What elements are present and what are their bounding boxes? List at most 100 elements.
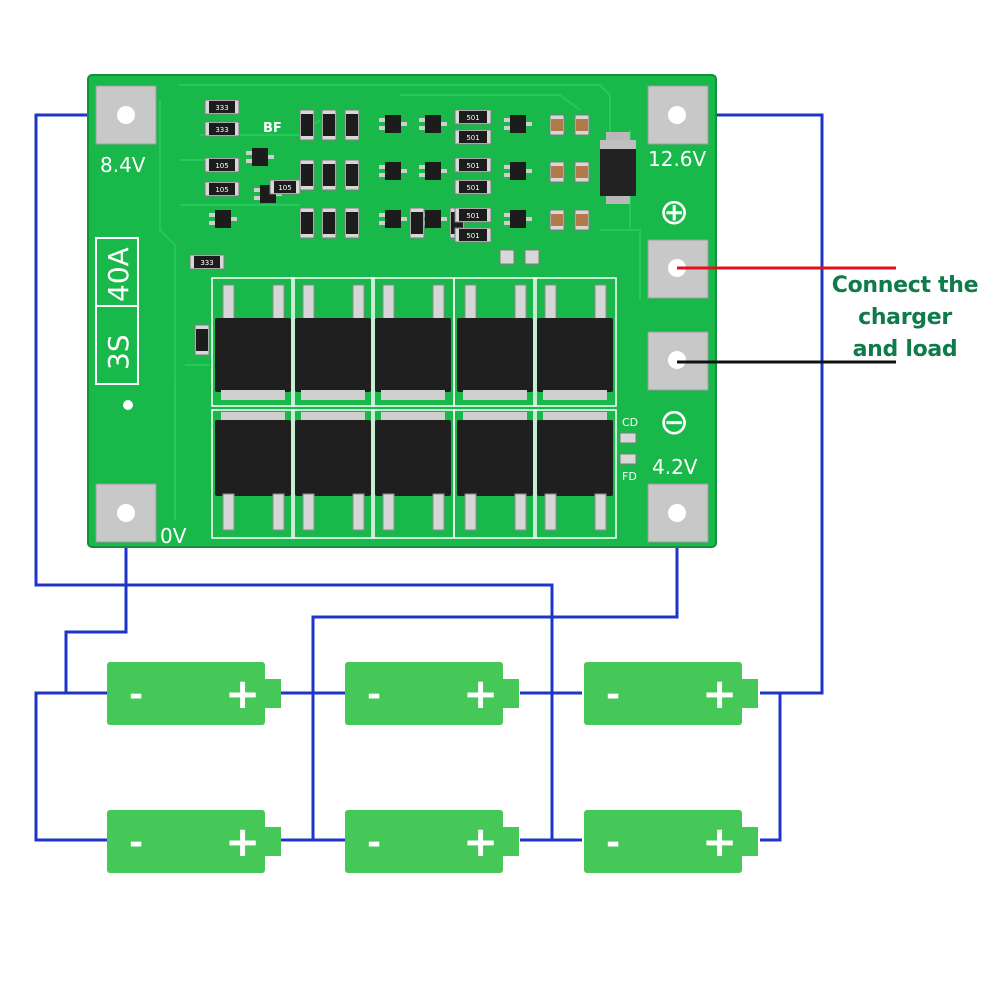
smd-resistor [321, 207, 337, 239]
battery-body [584, 810, 742, 873]
smd-resistor: 105 [204, 157, 240, 173]
mosfet-outline [211, 277, 295, 407]
resistor-code: 501 [466, 134, 479, 142]
wire-12v6 [677, 113, 824, 695]
diode [600, 132, 636, 204]
smd-resistor: 501 [454, 157, 492, 173]
pad-8v4-hole [117, 106, 135, 124]
resistor-code: 501 [466, 232, 479, 240]
resistor-code: 105 [215, 186, 228, 194]
smd-transistor [419, 115, 447, 133]
mosfet-top [215, 284, 291, 400]
mosfet-outline [291, 277, 375, 407]
battery-cell: -+ [584, 810, 758, 873]
battery-body [345, 810, 503, 873]
mosfet-bank [211, 277, 617, 539]
jumpers: CD FD [619, 416, 638, 483]
smd-resistor [299, 159, 315, 191]
resistor-code: 333 [215, 126, 228, 134]
smd-capacitor [574, 209, 590, 231]
smd-transistor [504, 210, 532, 228]
smd-resistor [344, 109, 360, 141]
label-4v2: 4.2V [652, 455, 698, 479]
mosfet-outline [453, 409, 537, 539]
mosfet-top [537, 284, 613, 400]
resistor-code: 501 [466, 114, 479, 122]
battery-cell: -+ [107, 810, 281, 873]
battery-body [107, 662, 265, 725]
mosfet-outline [533, 277, 617, 407]
resistor-code: 501 [466, 184, 479, 192]
battery-nub [742, 827, 758, 856]
ic-label: BF [263, 121, 282, 136]
smd-resistor: 501 [454, 109, 492, 125]
smd-resistor: 501 [454, 227, 492, 243]
battery-plus: + [702, 817, 737, 866]
mosfet-top [295, 284, 371, 400]
smd-resistor: 501 [454, 207, 492, 223]
smd-resistor [321, 159, 337, 191]
smd-resistor [299, 109, 315, 141]
smd-resistor: 333 [204, 121, 240, 137]
battery-body [107, 810, 265, 873]
resistor-code: 501 [466, 212, 479, 220]
pad-0v-hole [117, 504, 135, 522]
battery-plus: + [225, 817, 260, 866]
mosfet-bottom [215, 412, 291, 531]
resistor-code: 333 [215, 104, 228, 112]
battery-nub [265, 827, 281, 856]
battery-cell: -+ [345, 810, 519, 873]
smd-transistor [504, 115, 532, 133]
smd-capacitor [574, 161, 590, 183]
label-12v6: 12.6V [648, 147, 707, 171]
wire-4v2 [311, 515, 679, 842]
label-3s: 3S [102, 334, 135, 370]
pad-4v2 [647, 483, 709, 543]
battery-minus: - [129, 823, 143, 863]
smd-transistor [379, 162, 407, 180]
smd-transistor [379, 115, 407, 133]
label-8v4: 8.4V [100, 153, 146, 177]
battery-nub [265, 679, 281, 708]
pad-0v [95, 483, 157, 543]
smd-capacitor [549, 161, 565, 183]
battery-pack: -+-+-+-+-+-+ [107, 662, 758, 873]
resistor-code: 105 [278, 184, 291, 192]
mosfet-top [375, 284, 451, 400]
battery-cell: -+ [584, 662, 758, 725]
battery-body [584, 662, 742, 725]
resistor-code: 501 [466, 162, 479, 170]
smd-capacitor [574, 114, 590, 136]
smd-transistor [379, 210, 407, 228]
smd-resistor [344, 207, 360, 239]
plus-symbol: ⊕ [659, 192, 689, 233]
smd-resistor [321, 109, 337, 141]
callout-line-1: Connect the [831, 273, 979, 298]
resistor-code: 333 [200, 259, 213, 267]
battery-minus: - [129, 675, 143, 715]
battery-cell: -+ [107, 662, 281, 725]
jumper-fd-label: FD [622, 470, 637, 483]
mosfet-bottom [295, 412, 371, 531]
pad-12v6-hole [668, 106, 686, 124]
smd-resistor: 105 [269, 179, 301, 195]
label-0v: 0V [160, 524, 187, 548]
smd-transistor [246, 148, 274, 166]
resistor-code: 105 [215, 162, 228, 170]
pad-12v6 [647, 85, 709, 145]
smd-components: 333 333 105 105 333 501 501 501 501 501 501 105 [189, 99, 590, 356]
smd-resistor: 333 [189, 254, 225, 270]
battery-plus: + [225, 669, 260, 718]
smd-resistor: 501 [454, 179, 492, 195]
wire-12v6-bottom [760, 693, 782, 842]
battery-nub [503, 827, 519, 856]
mosfet-outline [533, 409, 617, 539]
battery-nub [503, 679, 519, 708]
jumper-cd-label: CD [622, 416, 638, 429]
battery-minus: - [606, 823, 620, 863]
smd-resistor [344, 159, 360, 191]
battery-minus: - [367, 823, 381, 863]
bms-board: 8.4V 12.6V 0V 4.2V ⊕ ⊖ 3S 40A BF CD FD [87, 74, 717, 548]
smd-transistor [504, 162, 532, 180]
